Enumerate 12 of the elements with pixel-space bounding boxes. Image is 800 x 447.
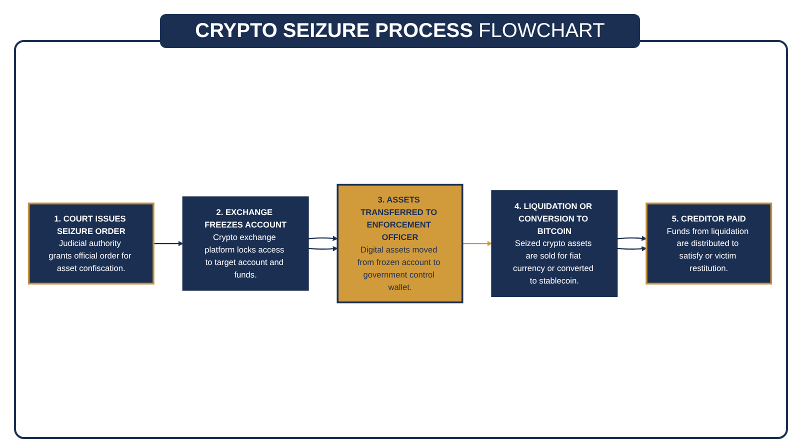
arrow xyxy=(616,246,647,252)
node-box: 2. EXCHANGE FREEZES ACCOUNT Crypto exchange platform locks access to target account and funds. xyxy=(182,196,309,292)
arrow xyxy=(308,246,338,252)
arrow xyxy=(308,236,338,242)
arrow xyxy=(462,241,492,247)
node-box: 3. ASSETS TRANSFERRED TO ENFORCEMENT OFFICER Digital assets moved from frozen account to government control wallet. xyxy=(336,184,464,304)
node-box: 4. LIQUIDATION OR CONVERSION TO BITCOIN Seized crypto assets are sold for fiat currency or converted to stablecoin. xyxy=(491,190,618,298)
arrow xyxy=(154,241,184,247)
node-box: 5. CREDITOR PAID Funds from liquidation are distributed to satisfy or victim restitution. xyxy=(646,203,772,285)
node-box: 1. COURT ISSUES SEIZURE ORDER Judicial authority grants official order for asset confiscation. xyxy=(28,203,154,285)
arrow xyxy=(616,236,647,242)
title-banner: CRYPTO SEIZURE PROCESS FLOWCHART xyxy=(160,14,640,48)
